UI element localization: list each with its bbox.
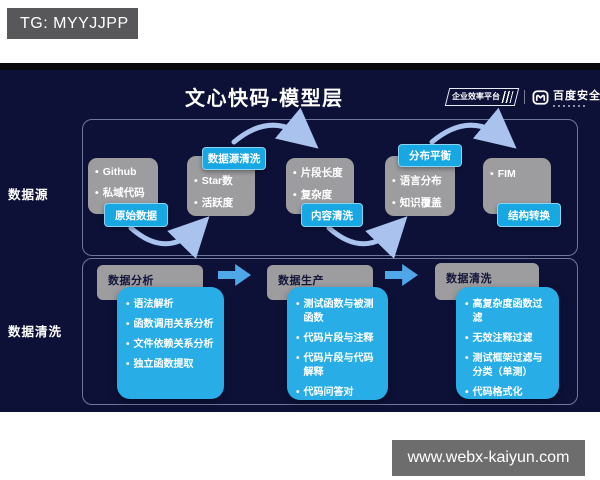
logo-divider: [524, 90, 525, 104]
enterprise-platform-badge: 企业效率平台: [444, 88, 520, 106]
website-watermark: www.webx-kaiyun.com: [392, 440, 585, 476]
baidu-security-logo: 百度安全: [532, 87, 600, 107]
bullet: •: [465, 299, 469, 310]
stage-tag-source-cleaning: 数据源清洗: [202, 147, 266, 170]
header-logos: 企业效率平台 百度安全: [444, 87, 600, 107]
row-label-data-source: 数据源: [8, 188, 49, 202]
source-item: 私域代码: [102, 187, 145, 199]
bullet: •: [126, 319, 130, 330]
stage-tag-distribution-balance: 分布平衡: [398, 144, 462, 167]
data-cleaning-panel: [82, 258, 578, 405]
pipeline-item: 独立函数提取: [133, 359, 194, 370]
stripes-icon: [501, 91, 514, 103]
bullet: •: [392, 174, 396, 187]
bullet: •: [392, 196, 396, 209]
pipeline-box-production: •测试函数与被测函数 •代码片段与注释 •代码片段与代码解释 •代码问答对: [287, 287, 388, 400]
source-item: 知识覆盖: [399, 196, 442, 209]
enterprise-platform-label: 企业效率平台: [452, 92, 500, 101]
source-item: 语言分布: [399, 174, 442, 187]
bullet: •: [126, 299, 130, 310]
bullet: •: [194, 196, 198, 209]
pipeline-item: 语法解析: [133, 299, 174, 310]
slide-background: 文心快码-模型层 企业效率平台 百度安全 数据源 数据清洗: [0, 63, 600, 412]
bullet: •: [490, 168, 494, 180]
data-source-panel: [82, 119, 578, 256]
stage-tag-content-cleaning: 内容清洗: [301, 203, 363, 227]
pipeline-item: 测试框架过滤与分类（单测）: [472, 353, 543, 378]
pipeline-item: 函数调用关系分析: [133, 319, 214, 330]
bullet: •: [296, 333, 300, 344]
bullet: •: [465, 387, 469, 398]
source-item: FIM: [497, 168, 516, 180]
pipeline-box-analysis: •语法解析 •函数调用关系分析 •文件依赖关系分析 •独立函数提取: [117, 287, 224, 399]
baidu-security-subtext: [553, 105, 587, 107]
source-item: 复杂度: [300, 188, 333, 201]
bullet: •: [296, 387, 300, 398]
bullet: •: [296, 353, 300, 364]
source-item: 片段长度: [300, 166, 343, 179]
baidu-security-icon: [532, 89, 549, 105]
pipeline-item: 代码格式化: [472, 387, 523, 398]
pipeline-item: 代码片段与注释: [303, 333, 374, 344]
source-item: Star数: [201, 174, 233, 187]
stage-tag-structure-transform: 结构转换: [497, 203, 561, 227]
bullet: •: [293, 188, 297, 201]
pipeline-item: 文件依赖关系分析: [133, 339, 214, 350]
slide-title: 文心快码-模型层: [185, 88, 344, 110]
pipeline-item: 无效注释过滤: [472, 333, 533, 344]
bullet: •: [194, 174, 198, 187]
source-item: 活跃度: [201, 196, 234, 209]
row-label-data-cleaning: 数据清洗: [8, 325, 63, 339]
bullet: •: [465, 333, 469, 344]
pipeline-item: 高复杂度函数过滤: [472, 299, 543, 324]
source-item: Github: [102, 166, 137, 178]
pipeline-item: 测试函数与被测函数: [303, 299, 374, 324]
bullet: •: [293, 166, 297, 179]
bullet: •: [126, 359, 130, 370]
baidu-security-label: 百度安全: [553, 90, 600, 102]
pipeline-item: 代码片段与代码解释: [303, 353, 374, 378]
bullet: •: [126, 339, 130, 350]
tg-watermark-box: TG: MYYJJPP: [7, 8, 138, 39]
pipeline-item: 代码问答对: [303, 387, 354, 398]
pipeline-box-cleaning: •高复杂度函数过滤 •无效注释过滤 •测试框架过滤与分类（单测） •代码格式化: [456, 287, 559, 399]
bullet: •: [296, 299, 300, 310]
bullet: •: [465, 353, 469, 364]
bullet: •: [95, 187, 99, 199]
bullet: •: [95, 166, 99, 178]
stage-tag-raw-data: 原始数据: [104, 203, 168, 227]
